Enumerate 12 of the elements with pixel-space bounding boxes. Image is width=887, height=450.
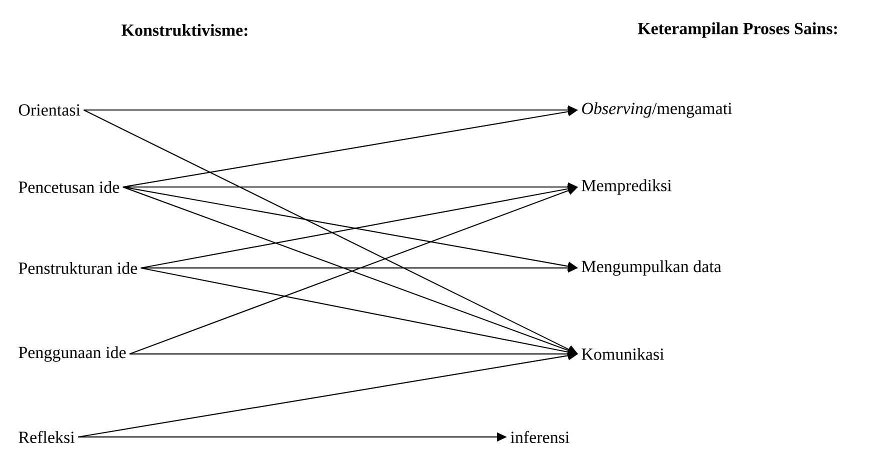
text-label: Memprediksi (582, 179, 672, 195)
text-label: Pencetusan ide (18, 181, 120, 193)
text-label: Mengumpulkan data (582, 260, 722, 276)
column-heading: Konstruktivisme: (122, 24, 248, 36)
text-label: Penstrukturan ide (18, 262, 138, 274)
text-label: Observing/mengamati (582, 102, 732, 118)
column-heading: Keterampilan Proses Sains: (638, 22, 837, 38)
text-label: Komunikasi (582, 348, 664, 360)
text-label: Penggunaan ide (18, 346, 126, 362)
text-label: Orientasi (18, 104, 80, 116)
text-label: inferensi (510, 430, 570, 444)
text-label: Refleksi (18, 430, 75, 444)
